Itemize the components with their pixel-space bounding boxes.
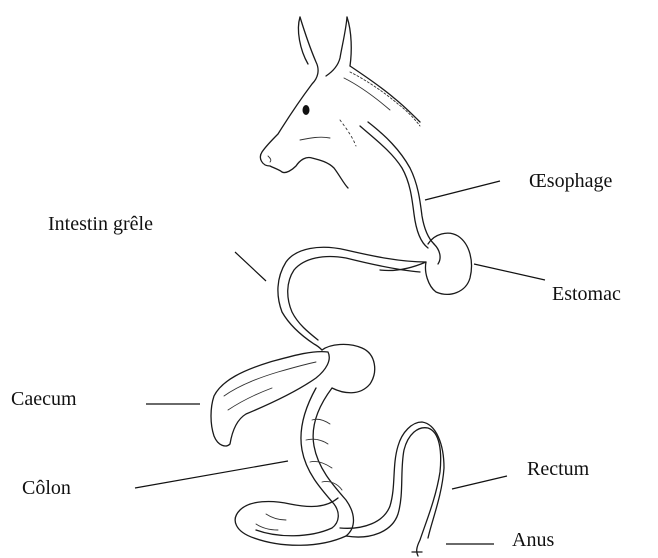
estomac-pointer [474, 264, 545, 280]
label-caecum: Caecum [11, 389, 77, 409]
donkey-eye [303, 105, 310, 115]
stomach-drawing [380, 233, 472, 294]
rectum-pointer [452, 476, 507, 489]
colon-drawing [235, 344, 374, 545]
label-oesophage: Œsophage [529, 171, 612, 191]
rectum-drawing [340, 422, 444, 556]
label-anus: Anus [512, 530, 554, 550]
colon-pointer [135, 461, 288, 488]
small-intestine-drawing [278, 247, 426, 350]
label-rectum: Rectum [527, 459, 589, 479]
caecum-drawing [211, 352, 329, 446]
oesophage-pointer [425, 181, 500, 200]
label-estomac: Estomac [552, 284, 621, 304]
oesophagus-drawing [360, 122, 434, 248]
donkey-head-drawing [260, 17, 420, 188]
label-colon: Côlon [22, 478, 71, 498]
intestin-grele-pointer [235, 252, 266, 281]
label-intestin-grele: Intestin grêle [48, 214, 153, 234]
